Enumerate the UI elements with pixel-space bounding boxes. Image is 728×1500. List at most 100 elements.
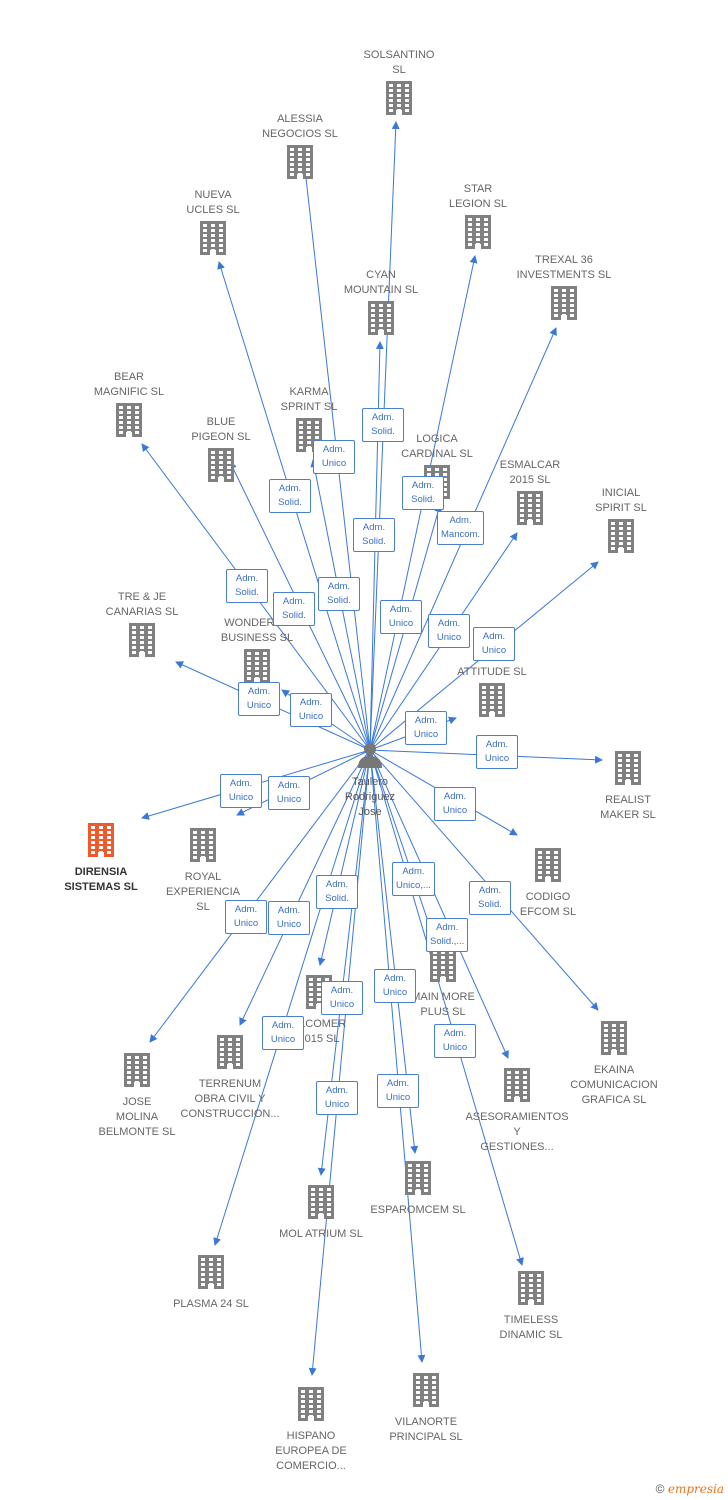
edge-timeless (369, 749, 524, 1266)
company-node-wonder[interactable]: WONDERL... BUSINESS SL (192, 616, 322, 691)
company-label: ESPAROMCEM SL (370, 1204, 466, 1216)
role-badge: Adm. Unico (434, 787, 476, 821)
building-icon (295, 1386, 327, 1427)
building-icon (126, 622, 158, 663)
building-icon (113, 402, 145, 443)
role-badge: Adm. Solid. (362, 408, 404, 442)
brand-logo: © empresia (656, 1482, 724, 1496)
company-label: JOSE MOLINA BELMONTE SL (98, 1096, 176, 1138)
company-label: MAIN MORE PLUS SL (411, 991, 475, 1018)
company-node-direnisa[interactable]: DIRENSIA SISTEMAS SL (36, 820, 166, 895)
company-label: ATTITUDE SL (457, 666, 527, 678)
edge-jose (149, 749, 371, 1043)
company-label: TREXAL 36 INVESTMENTS SL (516, 254, 612, 281)
building-icon (402, 1160, 434, 1201)
role-badge: Adm. Solid. (273, 592, 315, 626)
person-icon (358, 743, 382, 768)
company-node-esmalcar[interactable]: ESMALCAR 2015 SL (465, 458, 595, 533)
role-badge: Adm. Unico,... (392, 862, 435, 896)
company-label: MOL ATRIUM SL (279, 1228, 363, 1240)
company-node-codigo[interactable]: CODIGO EFCOM SL (483, 845, 613, 920)
building-icon (195, 1254, 227, 1295)
company-node-jose[interactable]: JOSE MOLINA BELMONTE SL (72, 1050, 202, 1140)
company-node-cyan[interactable]: CYAN MOUNTAIN SL (316, 268, 446, 343)
role-badge: Adm. Unico (262, 1016, 304, 1050)
role-badge: Adm. Unico (428, 614, 470, 648)
edge-hispano (308, 749, 371, 1376)
company-label: KARMA SPRINT SL (280, 386, 338, 413)
company-node-plasma[interactable]: PLASMA 24 SL (146, 1252, 276, 1312)
company-node-royal[interactable]: ROYAL EXPERIENCIA SL (138, 825, 268, 915)
company-label: LOGICA CARDINAL SL (401, 433, 473, 460)
building-icon (410, 1372, 442, 1413)
building-icon (598, 1020, 630, 1061)
company-node-star[interactable]: STAR LEGION SL (413, 182, 543, 257)
company-node-esparomcem[interactable]: ESPAROMCEM SL (353, 1158, 483, 1218)
company-node-karma[interactable]: KARMA SPRINT SL (244, 385, 374, 460)
company-node-tre[interactable]: TRE & JE CANARIAS SL (77, 590, 207, 665)
edge-ekaina (369, 749, 599, 1011)
edge-terrenum (239, 749, 371, 1026)
company-node-timeless[interactable]: TIMELESS DINAMIC SL (466, 1268, 596, 1343)
building-icon (612, 750, 644, 791)
company-node-ekaina[interactable]: EKAINA COMUNICACION GRAFICA SL (549, 1018, 679, 1108)
company-node-solsantino[interactable]: SOLSANTINO SL (334, 48, 464, 123)
role-badge: Adm. Unico (238, 682, 280, 716)
company-node-attitude[interactable]: ATTITUDE SL (427, 665, 557, 725)
role-badge: Adm. Unico (268, 776, 310, 810)
company-label: TERRENUM OBRA CIVIL Y CONSTRUCCION... (180, 1078, 280, 1120)
role-badge: Adm. Unico (380, 600, 422, 634)
company-node-realist[interactable]: REALIST MAKER SL (563, 748, 693, 823)
company-label: TRE & JE CANARIAS SL (105, 591, 179, 618)
role-badge: Adm. Unico (316, 1081, 358, 1115)
building-icon (121, 1052, 153, 1093)
building-icon (514, 490, 546, 531)
role-badge: Adm. Solid. (316, 875, 358, 909)
company-label: STAR LEGION SL (448, 183, 508, 210)
company-label: BEAR MAGNIFIC SL (93, 371, 165, 398)
role-badge: Adm. Unico (476, 735, 518, 769)
building-icon (365, 300, 397, 341)
role-badge: Adm. Solid.,... (426, 918, 469, 952)
role-badge: Adm. Solid. (402, 476, 444, 510)
copyright-symbol: © (655, 1482, 665, 1496)
company-node-mol[interactable]: MOL ATRIUM SL (256, 1182, 386, 1242)
building-icon (532, 847, 564, 888)
company-node-asesor[interactable]: ASESORAMIENTOS Y GESTIONES... (452, 1065, 582, 1155)
building-icon (241, 648, 273, 689)
role-badge: Adm. Solid. (269, 479, 311, 513)
company-label: REALIST MAKER SL (600, 794, 656, 821)
person-node[interactable]: Taulero Rodriguez Jose (310, 740, 430, 820)
company-node-mainmore[interactable]: MAIN MORE PLUS SL (378, 945, 508, 1020)
role-badge: Adm. Unico (220, 774, 262, 808)
building-icon (305, 1184, 337, 1225)
role-badge: Adm. Solid. (226, 569, 268, 603)
role-badge: Adm. Unico (473, 627, 515, 661)
company-node-nueva[interactable]: NUEVA UCLES SL (148, 188, 278, 263)
company-label: ESMALCAR 2015 SL (499, 459, 561, 486)
role-badge: Adm. Solid. (353, 518, 395, 552)
building-icon (284, 144, 316, 185)
company-node-inicial[interactable]: INICIAL SPIRIT SL (556, 486, 686, 561)
role-badge: Adm. Unico (377, 1074, 419, 1108)
brand-name: mpresia (674, 1482, 724, 1496)
company-node-hispano[interactable]: HISPANO EUROPEA DE COMERCIO... (246, 1384, 376, 1474)
building-icon (205, 447, 237, 488)
company-node-alessia[interactable]: ALESSIA NEGOCIOS SL (235, 112, 365, 187)
building-icon (85, 822, 117, 863)
company-label: EKAINA COMUNICACION GRAFICA SL (570, 1064, 658, 1106)
company-node-vilanorte[interactable]: VILANORTE PRINCIPAL SL (361, 1370, 491, 1445)
building-icon (476, 682, 508, 723)
edge-alcomer (317, 749, 371, 966)
building-icon (501, 1067, 533, 1108)
building-icon (214, 1034, 246, 1075)
company-node-bear[interactable]: BEAR MAGNIFIC SL (64, 370, 194, 445)
company-label: DIRENSIA SISTEMAS SL (64, 866, 138, 893)
company-label: NUEVA UCLES SL (186, 189, 240, 216)
company-node-terrenum[interactable]: TERRENUM OBRA CIVIL Y CONSTRUCCION... (165, 1032, 295, 1122)
building-icon (605, 518, 637, 559)
company-node-blue[interactable]: BLUE PIGEON SL (156, 415, 286, 490)
building-icon (197, 220, 229, 261)
company-node-trexal[interactable]: TREXAL 36 INVESTMENTS SL (499, 253, 629, 328)
